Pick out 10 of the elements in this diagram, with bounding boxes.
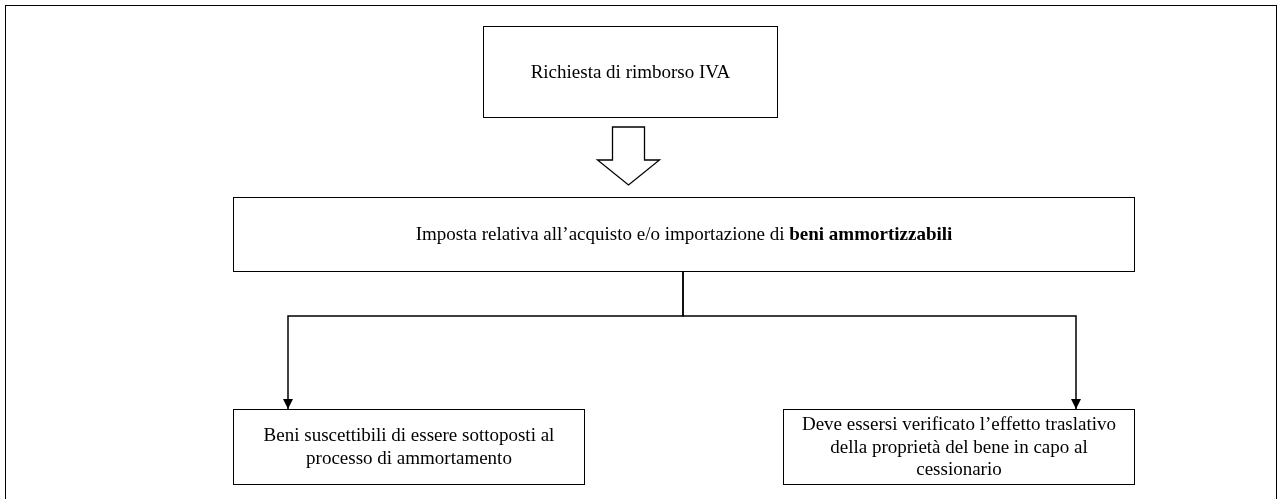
- box-label: Deve essersi verificato l’effetto traslativo della proprietà del bene in capo al cessionario: [800, 412, 1118, 482]
- box-label: Imposta relativa all’acquisto e/o importazione di beni ammortizzabili: [414, 223, 954, 246]
- box-label: Richiesta di rimborso IVA: [529, 60, 732, 84]
- box-label: Beni suscettibili di essere sottoposti al processo di ammortamento: [262, 424, 556, 470]
- process-box: [483, 26, 778, 118]
- arrow: [682, 271, 1081, 410]
- block-arrow: [595, 126, 662, 186]
- process-box: [783, 409, 1135, 485]
- process-box: [233, 409, 585, 485]
- process-box: [233, 197, 1135, 272]
